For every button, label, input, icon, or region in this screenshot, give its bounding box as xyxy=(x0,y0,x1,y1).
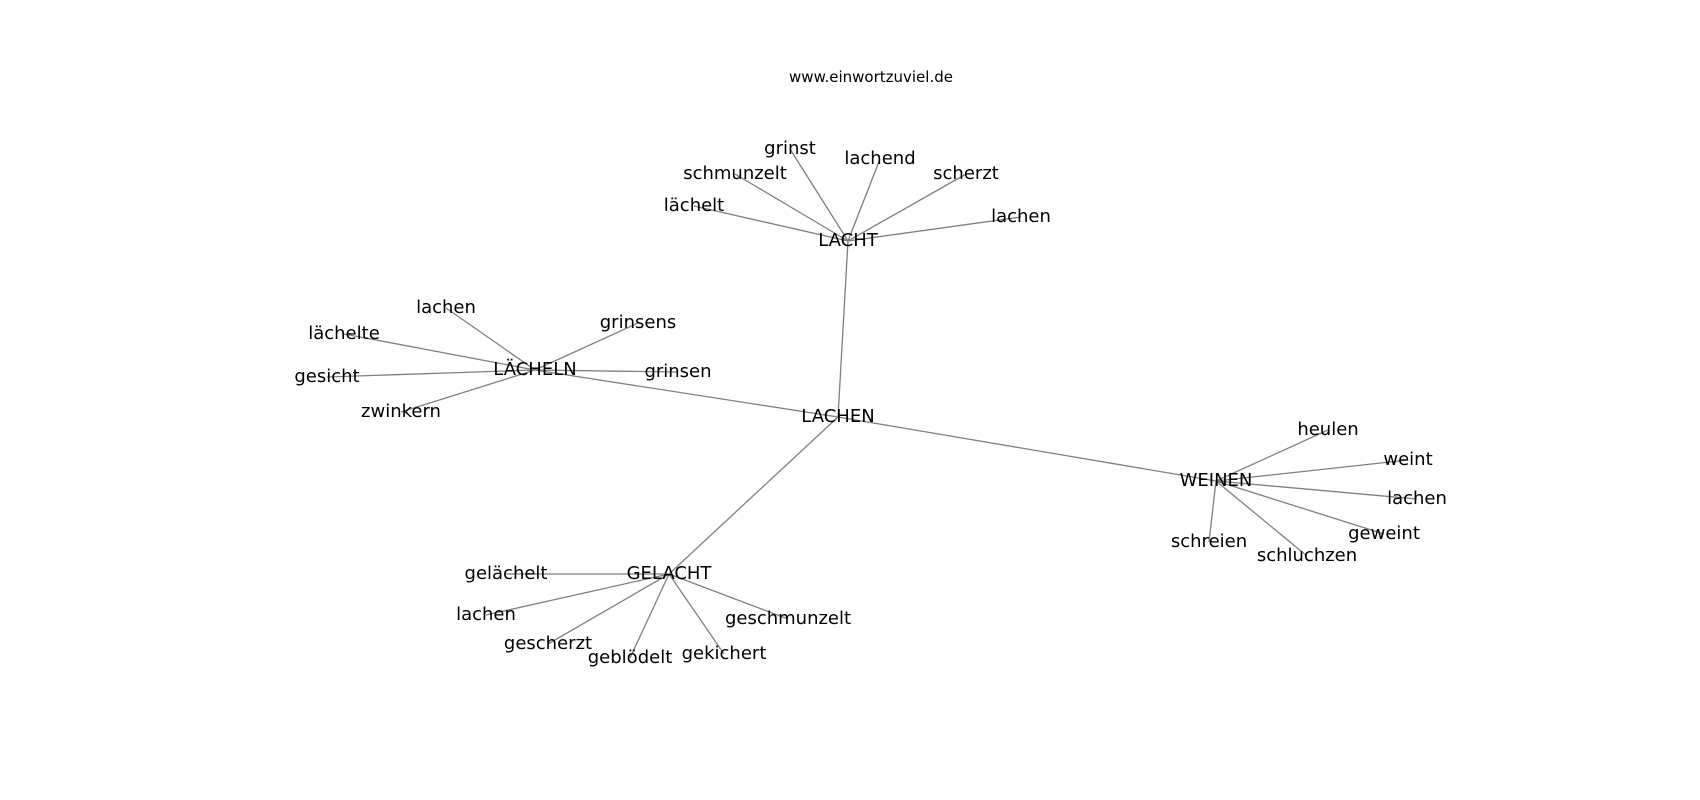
node-laecheln-laechelte: lächelte xyxy=(308,323,380,344)
edge-lacheln-laecheln-gesicht xyxy=(326,369,536,378)
edge-gelacht-gelacht-lachen xyxy=(485,573,670,616)
edge-weinen-weinen-weint xyxy=(1215,459,1409,482)
edges-layer xyxy=(326,148,1418,659)
edge-lachen-gelacht xyxy=(668,416,839,575)
node-weinen-lachen: lachen xyxy=(1387,488,1447,509)
edge-lachen-lacht xyxy=(837,240,849,418)
edge-weinen-weinen-heulen xyxy=(1215,429,1329,482)
node-weinen-schreien: schreien xyxy=(1171,531,1247,552)
node-laecheln-lachen: lachen xyxy=(416,297,476,318)
node-weinen: WEINEN xyxy=(1180,470,1253,491)
edge-lacheln-laecheln-grinsen xyxy=(534,369,679,373)
edge-lachen-weinen xyxy=(837,416,1217,482)
node-gelacht-lachen: lachen xyxy=(456,604,516,625)
edge-lacht-lacht-lachend xyxy=(847,158,881,242)
node-laecheln-grinsens: grinsens xyxy=(600,312,676,333)
edge-lachen-lacheln xyxy=(534,369,839,418)
node-gelacht-gescherzt: gescherzt xyxy=(504,633,592,654)
node-laecheln-zwinkern: zwinkern xyxy=(361,401,441,422)
node-weinen-geweint: geweint xyxy=(1348,523,1420,544)
node-gelacht-gebloedelt: geblödelt xyxy=(588,647,673,668)
edge-gelacht-gelacht-gekichert xyxy=(668,573,725,655)
edge-weinen-weinen-schluchzen xyxy=(1215,480,1308,557)
node-gelacht-gelaechelt: gelächelt xyxy=(465,563,548,584)
node-weinen-heulen: heulen xyxy=(1297,419,1358,440)
node-gelacht-geschmunzelt: geschmunzelt xyxy=(725,608,851,629)
edge-lacht-lacht-lachen xyxy=(847,216,1022,242)
edge-lacht-lacht-scherzt xyxy=(847,173,967,242)
edge-lacheln-laecheln-grinsens xyxy=(534,322,639,371)
edge-lacht-lacht-grinst xyxy=(789,148,849,242)
node-lacht: LACHT xyxy=(818,230,879,251)
edge-gelacht-gelacht-geschmunzelt xyxy=(668,573,789,620)
node-lacht-laechelt: lächelt xyxy=(664,195,724,216)
edge-lacheln-laecheln-zwinkern xyxy=(400,369,536,413)
node-weinen-weint: weint xyxy=(1383,449,1432,470)
node-lacht-scherzt: scherzt xyxy=(933,163,999,184)
node-laecheln-grinsen: grinsen xyxy=(644,361,711,382)
source-label: www.einwortzuviel.de xyxy=(789,68,953,86)
edge-lacheln-laecheln-lachen xyxy=(445,307,536,371)
edge-gelacht-gelacht-gebloedelt xyxy=(629,573,670,659)
node-lachen: LACHEN xyxy=(801,406,874,427)
edge-lacht-lacht-laechelt xyxy=(693,205,849,242)
edge-weinen-weinen-schreien xyxy=(1208,480,1217,543)
node-laecheln-gesicht: gesicht xyxy=(294,366,359,387)
nodes-layer: LACHEN LACHT LÄCHELN WEINEN GELACHT grinst lac… xyxy=(294,138,1447,668)
node-gelacht: GELACHT xyxy=(627,563,713,584)
node-lacheln: LÄCHELN xyxy=(493,359,576,380)
edge-lacht-lacht-schmunzelt xyxy=(734,173,849,242)
edge-gelacht-gelacht-gescherzt xyxy=(547,573,670,645)
edge-lacheln-laecheln-laechelte xyxy=(343,333,536,371)
node-lacht-lachen: lachen xyxy=(991,206,1051,227)
edge-weinen-weinen-geweint xyxy=(1215,480,1385,535)
node-weinen-schluchzen: schluchzen xyxy=(1257,545,1357,566)
node-lacht-grinst: grinst xyxy=(764,138,816,159)
node-gelacht-gekichert: gekichert xyxy=(682,643,767,664)
node-lacht-lachend: lachend xyxy=(844,148,915,169)
node-lacht-schmunzelt: schmunzelt xyxy=(683,163,787,184)
edge-weinen-weinen-lachen xyxy=(1215,480,1418,500)
